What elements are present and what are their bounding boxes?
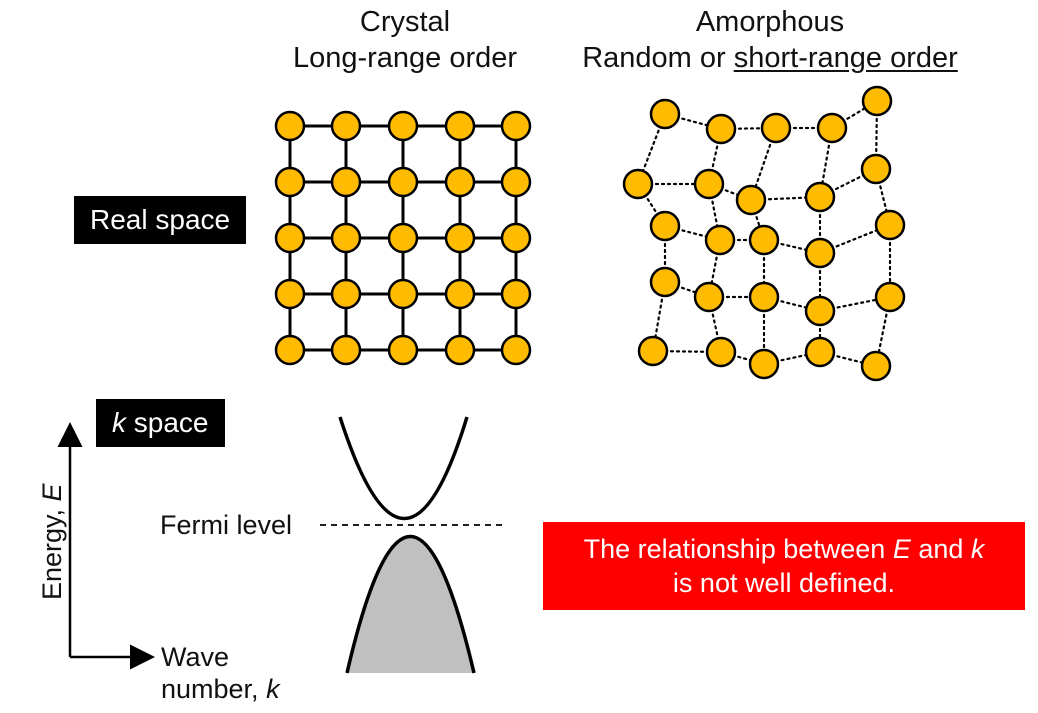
note-text-a: The relationship between [583,534,893,564]
crystal-title: Crystal [359,6,451,38]
amorphous-title: Amorphous [695,6,845,38]
amorphous-heading: Amorphous Random or short-range order [540,4,1000,76]
crystal-atom [444,166,476,198]
k-symbol: k [112,407,126,438]
amorphous-atom [693,168,725,200]
wave-label-text: number, [161,674,267,704]
crystal-atom [500,278,532,310]
wave-label-line2: number, k [161,673,280,705]
crystal-atom [444,110,476,142]
crystal-atom [274,110,306,142]
crystal-atom [330,334,362,366]
crystal-atom [274,334,306,366]
amorphous-atom [735,184,767,216]
crystal-subtitle: Long-range order [292,42,518,74]
amorphous-atom [704,224,736,256]
crystal-atom [444,334,476,366]
amorphous-atom [860,153,892,185]
energy-label-text: Energy, [37,501,67,600]
amorphous-atom [804,295,836,327]
crystal-atom [387,334,419,366]
valence-band-curve [345,535,476,674]
crystal-atom [387,110,419,142]
conduction-band-curve [338,416,469,520]
amorphous-atom [705,113,737,145]
amorphous-atom [874,281,906,313]
crystal-atom [387,278,419,310]
crystal-atom [330,222,362,254]
amorphous-atom [748,224,780,256]
amorphous-atom [649,210,681,242]
amorphous-atom [804,237,836,269]
fermi-level-label: Fermi level [160,510,293,540]
note-line1: The relationship between E and k [543,532,1025,566]
crystal-atom [274,278,306,310]
crystal-atom [500,166,532,198]
note-line2: is not well defined. [672,568,896,598]
crystal-atom [387,222,419,254]
crystal-atom [500,222,532,254]
amorphous-network [622,85,906,382]
amorphous-atom [649,98,681,130]
amorphous-atom [622,168,654,200]
crystal-heading: Crystal Long-range order [245,4,565,76]
wave-symbol: k [266,674,280,704]
crystal-atom [330,166,362,198]
k-space-label: k space [96,399,225,447]
energy-axis-label: Energy, E [36,483,68,600]
amorphous-atom [860,350,892,382]
wave-number-axis-label: Wave number, k [161,641,280,705]
crystal-atom [500,110,532,142]
amorphous-subtitle-underlined: short-range order [733,42,958,74]
amorphous-atom [705,336,737,368]
crystal-lattice [274,110,532,366]
crystal-atom [274,222,306,254]
amorphous-atom [760,112,792,144]
amorphous-subtitle: Random or short-range order [540,40,1000,76]
note-symbol-k: k [970,534,985,564]
amorphous-atom [874,209,906,241]
crystal-atom [387,166,419,198]
amorphous-atom [748,348,780,380]
crystal-atom [444,222,476,254]
amorphous-atom [637,335,669,367]
amorphous-atom [649,266,681,298]
crystal-atom [444,278,476,310]
amorphous-bond [818,167,878,199]
k-space-text: space [126,407,209,438]
note-text-b: and [910,534,971,564]
amorphous-atom [804,336,836,368]
amorphous-atom [748,281,780,313]
wave-label-line1: Wave [161,642,230,672]
real-space-label: Real space [74,196,247,244]
amorphous-subtitle-prefix: Random or [582,42,734,74]
amorphous-atom [816,112,848,144]
note-symbol-e: E [892,534,911,564]
amorphous-atom [804,181,836,213]
crystal-atom [330,110,362,142]
energy-symbol: E [37,483,67,502]
amorphous-atom [861,85,893,117]
relationship-note: The relationship between E and k is not … [543,522,1025,610]
crystal-atom [500,334,532,366]
crystal-atom [274,166,306,198]
amorphous-atom [693,281,725,313]
crystal-atom [330,278,362,310]
